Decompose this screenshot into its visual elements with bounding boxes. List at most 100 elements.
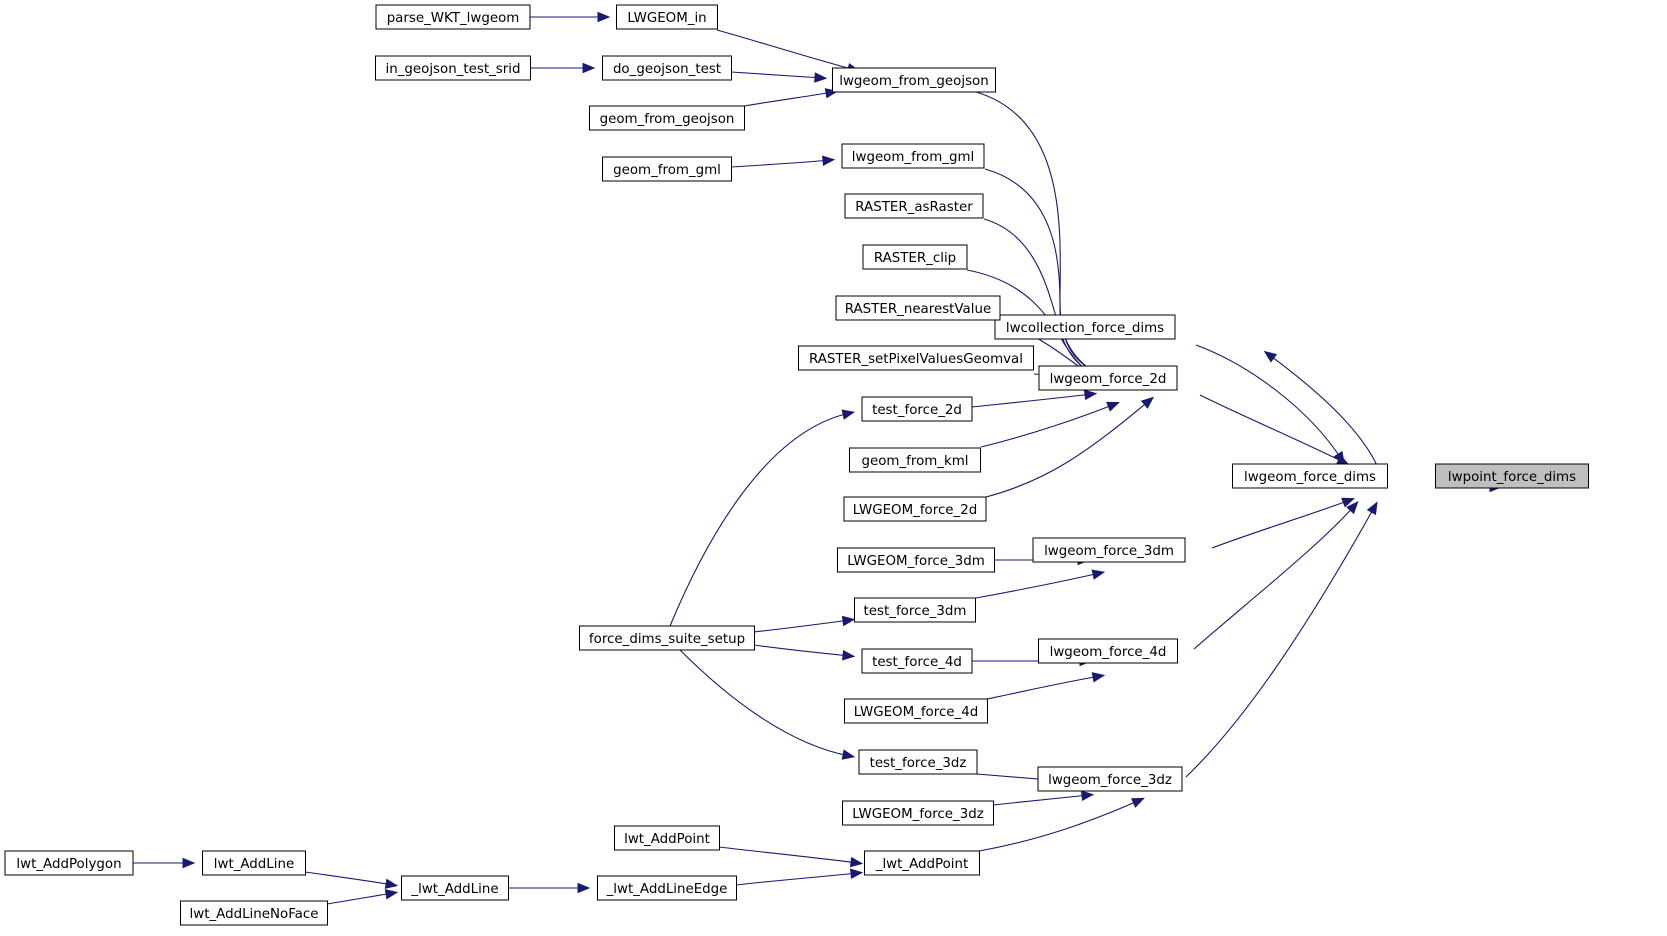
node-raster-clip[interactable]: RASTER_clip [862, 244, 968, 270]
arrowhead-icon [1366, 501, 1378, 516]
node-box [589, 105, 745, 131]
node-box [1038, 365, 1178, 391]
edge-line [985, 399, 1151, 498]
node-box [994, 314, 1176, 340]
node-label: geom_from_gml [613, 163, 721, 178]
node-lwgeom-from-gml[interactable]: lwgeom_from_gml [841, 143, 985, 169]
node-label: LWGEOM_force_3dz [852, 807, 984, 822]
edge-lwt-addlineedge-to-lwt-addpoint [735, 868, 864, 886]
arrowhead-icon [841, 615, 856, 627]
node-label: lwgeom_force_3dz [1048, 773, 1172, 788]
node-lwgeom-force-3dm[interactable]: LWGEOM_force_3dm [837, 547, 995, 573]
node-label: lwgeom_force_2d [1050, 372, 1167, 387]
node-force-dims-suite-setup[interactable]: force_dims_suite_setup [579, 625, 755, 651]
node-label: lwgeom_from_geojson [839, 74, 989, 89]
edge-line [975, 572, 1101, 599]
node-lwgeom-force-dims[interactable]: lwgeom_force_dims [1232, 463, 1388, 489]
node-label: test_force_3dz [870, 756, 967, 771]
edge-test-force-2d-to-lwgeom-force-2d [971, 389, 1098, 408]
node-geom-from-gml[interactable]: geom_from_gml [602, 156, 732, 182]
edge-line [743, 91, 834, 107]
edge-lwgeom-force-2d-to-lwgeom-force-2d [985, 396, 1155, 498]
node-label: _lwt_AddLineEdge [606, 882, 728, 897]
node-box [844, 193, 984, 219]
node-box [843, 496, 987, 522]
node-lwgeom-force-3dz[interactable]: lwgeom_force_3dz [1037, 766, 1183, 792]
node-box [1037, 766, 1183, 792]
node-label: LWGEOM_in [627, 11, 706, 26]
node-test-force-2d[interactable]: test_force_2d [861, 396, 973, 422]
arrowhead-icon [1346, 501, 1359, 515]
edge-lwgeom-force-4d-to-lwgeom-force-4d [986, 672, 1106, 700]
node-raster-nearestvalue[interactable]: RASTER_nearestValue [835, 295, 1001, 321]
node-box [861, 396, 973, 422]
node-label: parse_WKT_lwgeom [387, 11, 520, 26]
node-test-force-4d[interactable]: test_force_4d [861, 648, 973, 674]
node-box [1435, 463, 1589, 489]
arrowhead-icon [842, 650, 856, 661]
node-geom-from-geojson[interactable]: geom_from_geojson [589, 105, 745, 131]
node-label: do_geojson_test [613, 62, 721, 77]
node-test-force-3dm[interactable]: test_force_3dm [854, 597, 976, 623]
node-box [616, 4, 718, 30]
edge-line [1193, 504, 1356, 650]
node-label: _lwt_AddPoint [875, 857, 969, 872]
arrowhead-icon [597, 11, 611, 23]
node-lwt-addline[interactable]: lwt_AddLine [202, 850, 306, 876]
node-lwt-addlineedge[interactable]: _lwt_AddLineEdge [597, 875, 737, 901]
arrowhead-icon [1140, 396, 1155, 409]
node-label: LWGEOM_force_4d [854, 705, 979, 720]
node-label: test_force_2d [872, 403, 962, 418]
call-graph-edges [133, 11, 1503, 905]
node-raster-setpixelvaluesgeomval[interactable]: RASTER_setPixelValuesGeomval [798, 345, 1034, 371]
node-in-geojson-test-srid[interactable]: in_geojson_test_srid [375, 55, 531, 81]
node-label: lwcollection_force_dims [1006, 321, 1164, 336]
edge-lwgeom-force-dims-to-lwcollection-force-dims [1263, 350, 1382, 476]
node-label: LWGEOM_force_3dm [847, 554, 985, 569]
edge-line [730, 159, 831, 168]
edge-line [716, 29, 856, 71]
node-label: lwgeom_from_gml [852, 150, 974, 165]
node-box [202, 850, 306, 876]
node-raster-asraster[interactable]: RASTER_asRaster [844, 193, 984, 219]
node-box [602, 156, 732, 182]
node-lwt-addlinenoface[interactable]: lwt_AddLineNoFace [180, 900, 328, 926]
edge-line [1267, 353, 1382, 476]
node-geom-from-kml[interactable]: geom_from_kml [849, 447, 981, 473]
edge-lwgeom-force-3dz-to-lwgeom-force-dims [1185, 501, 1378, 778]
node-box [375, 55, 531, 81]
node-lwcollection-force-dims[interactable]: lwcollection_force_dims [994, 314, 1176, 340]
edge-line [735, 872, 859, 886]
edge-lwt-addpoint-to-lwt-addpoint [718, 846, 864, 868]
node-lwgeom-force-3dz[interactable]: LWGEOM_force_3dz [842, 800, 994, 826]
edge-geom-from-kml-to-lwgeom-force-2d [980, 401, 1120, 448]
node-do-geojson-test[interactable]: do_geojson_test [602, 55, 732, 81]
node-lwpoint-force-dims[interactable]: lwpoint_force_dims [1435, 463, 1589, 489]
node-lwgeom-force-2d[interactable]: lwgeom_force_2d [1038, 365, 1178, 391]
node-label: geom_from_kml [861, 454, 968, 469]
node-lwt-addpolygon[interactable]: lwt_AddPolygon [4, 850, 134, 876]
node-test-force-3dz[interactable]: test_force_3dz [858, 749, 978, 775]
node-label: lwgeom_force_3dm [1044, 544, 1174, 559]
node-lwgeom-from-geojson[interactable]: lwgeom_from_geojson [832, 67, 996, 93]
node-lwt-addpoint[interactable]: _lwt_AddPoint [864, 850, 980, 876]
node-lwt-addline[interactable]: _lwt_AddLine [401, 875, 509, 901]
edge-lwt-addline-to-lwt-addline [304, 871, 399, 889]
edge-line [304, 871, 394, 886]
node-lwgeom-force-4d[interactable]: LWGEOM_force_4d [844, 698, 988, 724]
node-box [864, 850, 980, 876]
edge-line [980, 403, 1116, 448]
node-box [401, 875, 509, 901]
edge-line [975, 91, 1101, 376]
node-lwt-addpoint[interactable]: lwt_AddPoint [614, 825, 720, 851]
node-box [842, 800, 994, 826]
edge-lwgeom-force-4d-to-lwgeom-force-dims [1193, 501, 1359, 650]
arrowhead-icon [582, 62, 596, 74]
node-lwgeom-force-2d[interactable]: LWGEOM_force_2d [843, 496, 987, 522]
arrowhead-icon [1341, 497, 1355, 508]
node-lwgeom-force-3dm[interactable]: lwgeom_force_3dm [1032, 537, 1186, 563]
node-parse-wkt-lwgeom[interactable]: parse_WKT_lwgeom [375, 4, 531, 30]
edge-line [679, 649, 851, 757]
node-lwgeom-force-4d[interactable]: lwgeom_force_4d [1038, 638, 1178, 664]
node-lwgeom-in[interactable]: LWGEOM_in [616, 4, 718, 30]
